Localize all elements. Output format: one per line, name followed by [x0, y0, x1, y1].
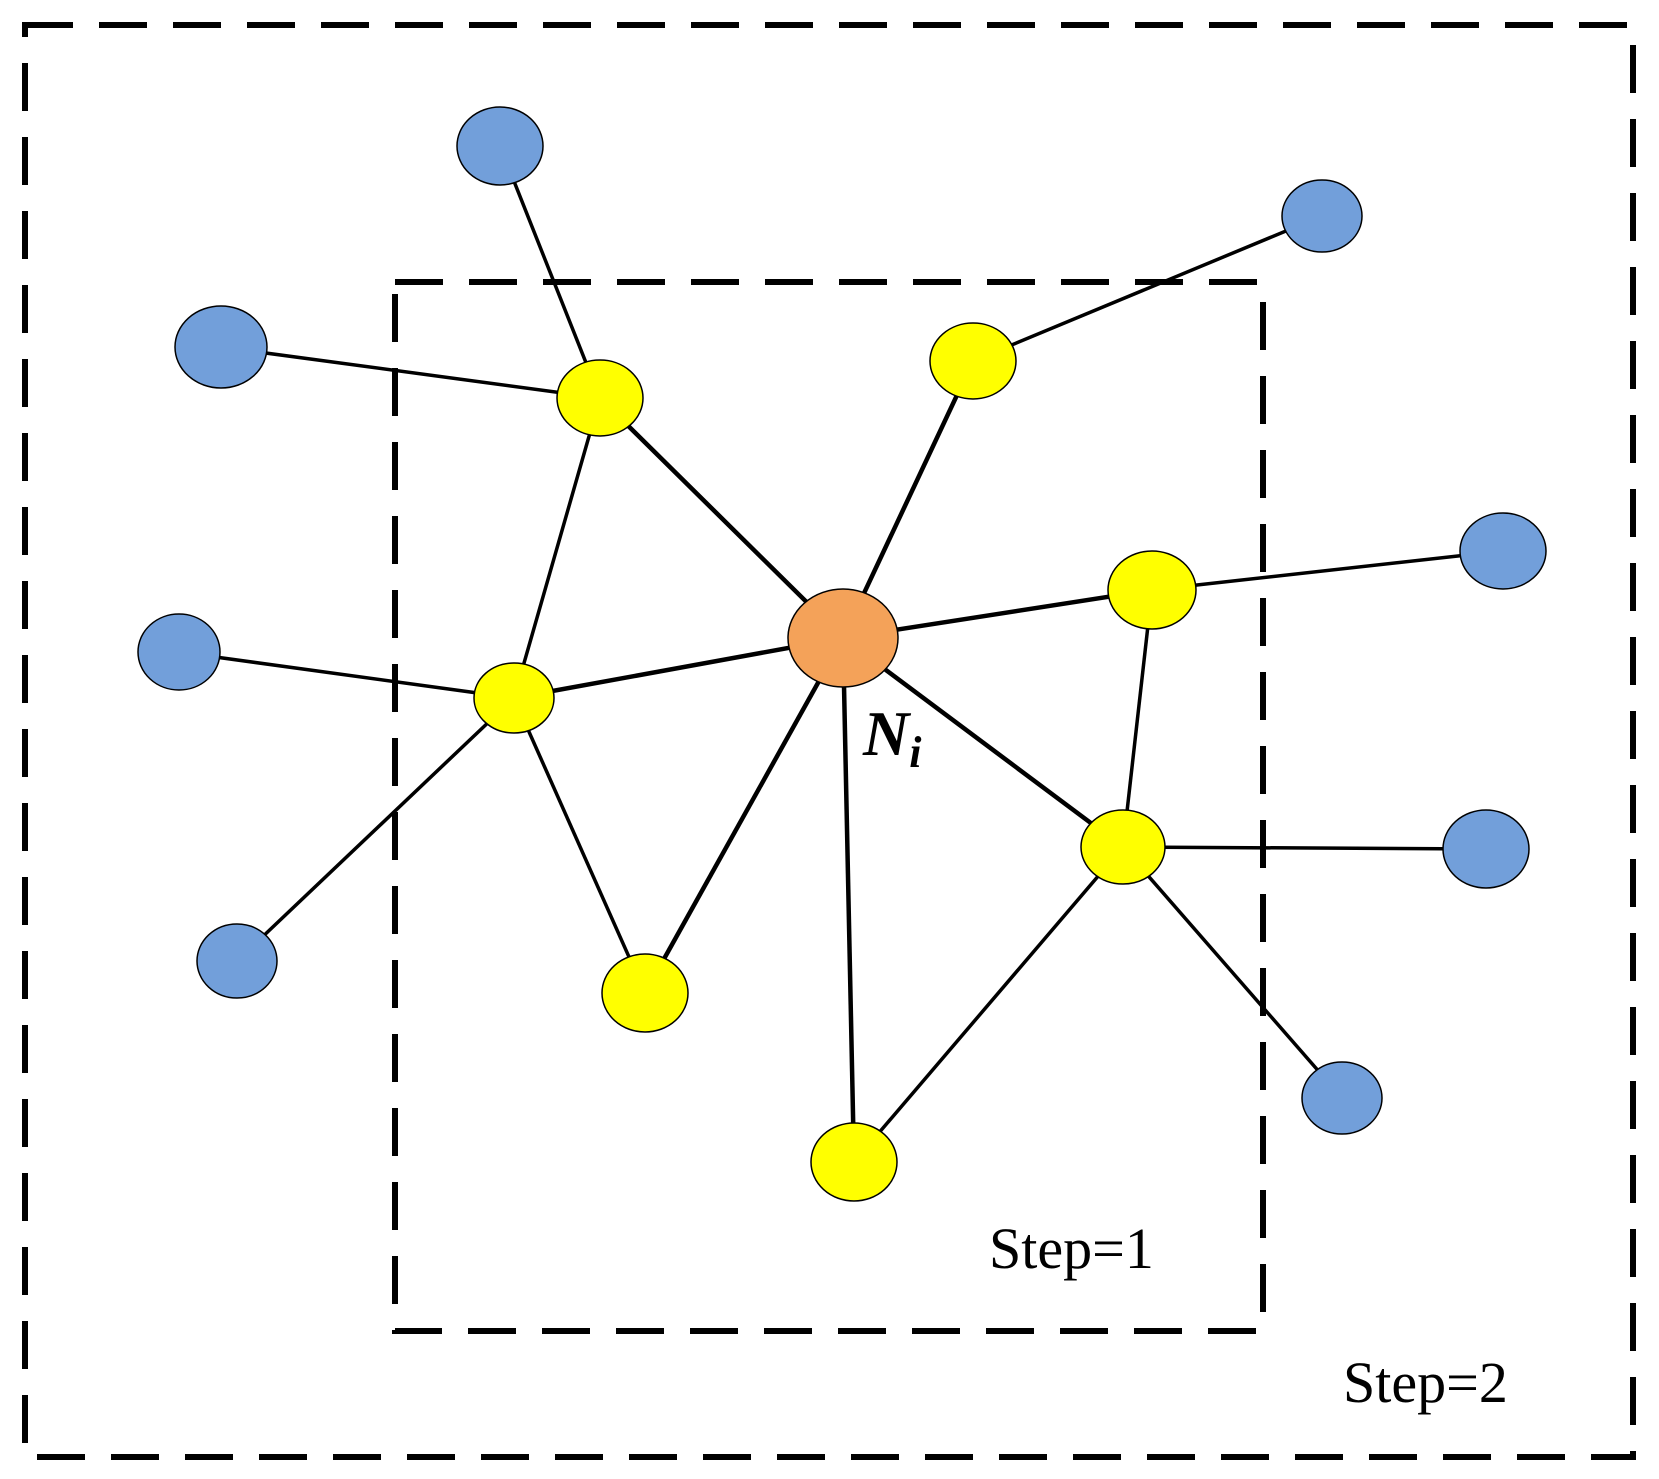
- hop2-node-b3: [1281, 179, 1363, 253]
- edge-Ni-y3: [513, 635, 844, 701]
- edge-y1-b2: [220, 345, 601, 400]
- edge-Ni-y2: [840, 360, 976, 639]
- center-node-label-sub: i: [909, 728, 922, 777]
- edge-Ni-y6: [841, 636, 1125, 849]
- hop2-node-b5: [196, 923, 278, 999]
- hop1-node-y5: [601, 953, 689, 1033]
- hop1-node-y6: [1080, 809, 1166, 885]
- edge-y1-b1: [498, 145, 602, 399]
- hop2-node-b2: [174, 305, 268, 389]
- edge-Ni-y5: [643, 636, 845, 995]
- hop2-node-b6: [1459, 512, 1547, 590]
- step1-label: Step=1: [989, 1216, 1154, 1281]
- hop1-node-y4: [1107, 550, 1197, 630]
- edge-y6-b8: [1121, 845, 1344, 1100]
- edge-y3-b5: [235, 696, 516, 963]
- hop2-node-b8: [1301, 1061, 1383, 1135]
- hop2-node-b7: [1442, 809, 1530, 889]
- edge-y6-b7: [1122, 845, 1487, 851]
- edge-Ni-y7: [840, 637, 857, 1163]
- nodes: [137, 106, 1547, 1202]
- edge-y3-y5: [512, 697, 647, 994]
- step2-label: Step=2: [1343, 1350, 1508, 1415]
- center-node-label-main: N: [862, 698, 912, 769]
- hop2-node-b4: [137, 613, 221, 691]
- hop2-node-b1: [456, 106, 544, 186]
- edge-y6-y7: [852, 845, 1125, 1164]
- center-node-label: Ni: [862, 698, 922, 777]
- step2-boundary: [22, 22, 1636, 1460]
- edge-Ni-y1: [598, 396, 845, 640]
- edge-y2-b3: [972, 214, 1323, 363]
- edge-y4-y6: [1121, 589, 1154, 848]
- center-node-Ni: [787, 588, 899, 688]
- edge-y1-y3: [512, 397, 602, 699]
- edges: [178, 145, 1504, 1164]
- edge-y4-b6: [1151, 549, 1504, 592]
- hop1-node-y7: [810, 1122, 898, 1202]
- hop1-node-y3: [473, 662, 555, 734]
- edge-y3-b4: [178, 650, 515, 700]
- hop1-node-y2: [929, 322, 1017, 400]
- hop1-node-y1: [556, 359, 644, 437]
